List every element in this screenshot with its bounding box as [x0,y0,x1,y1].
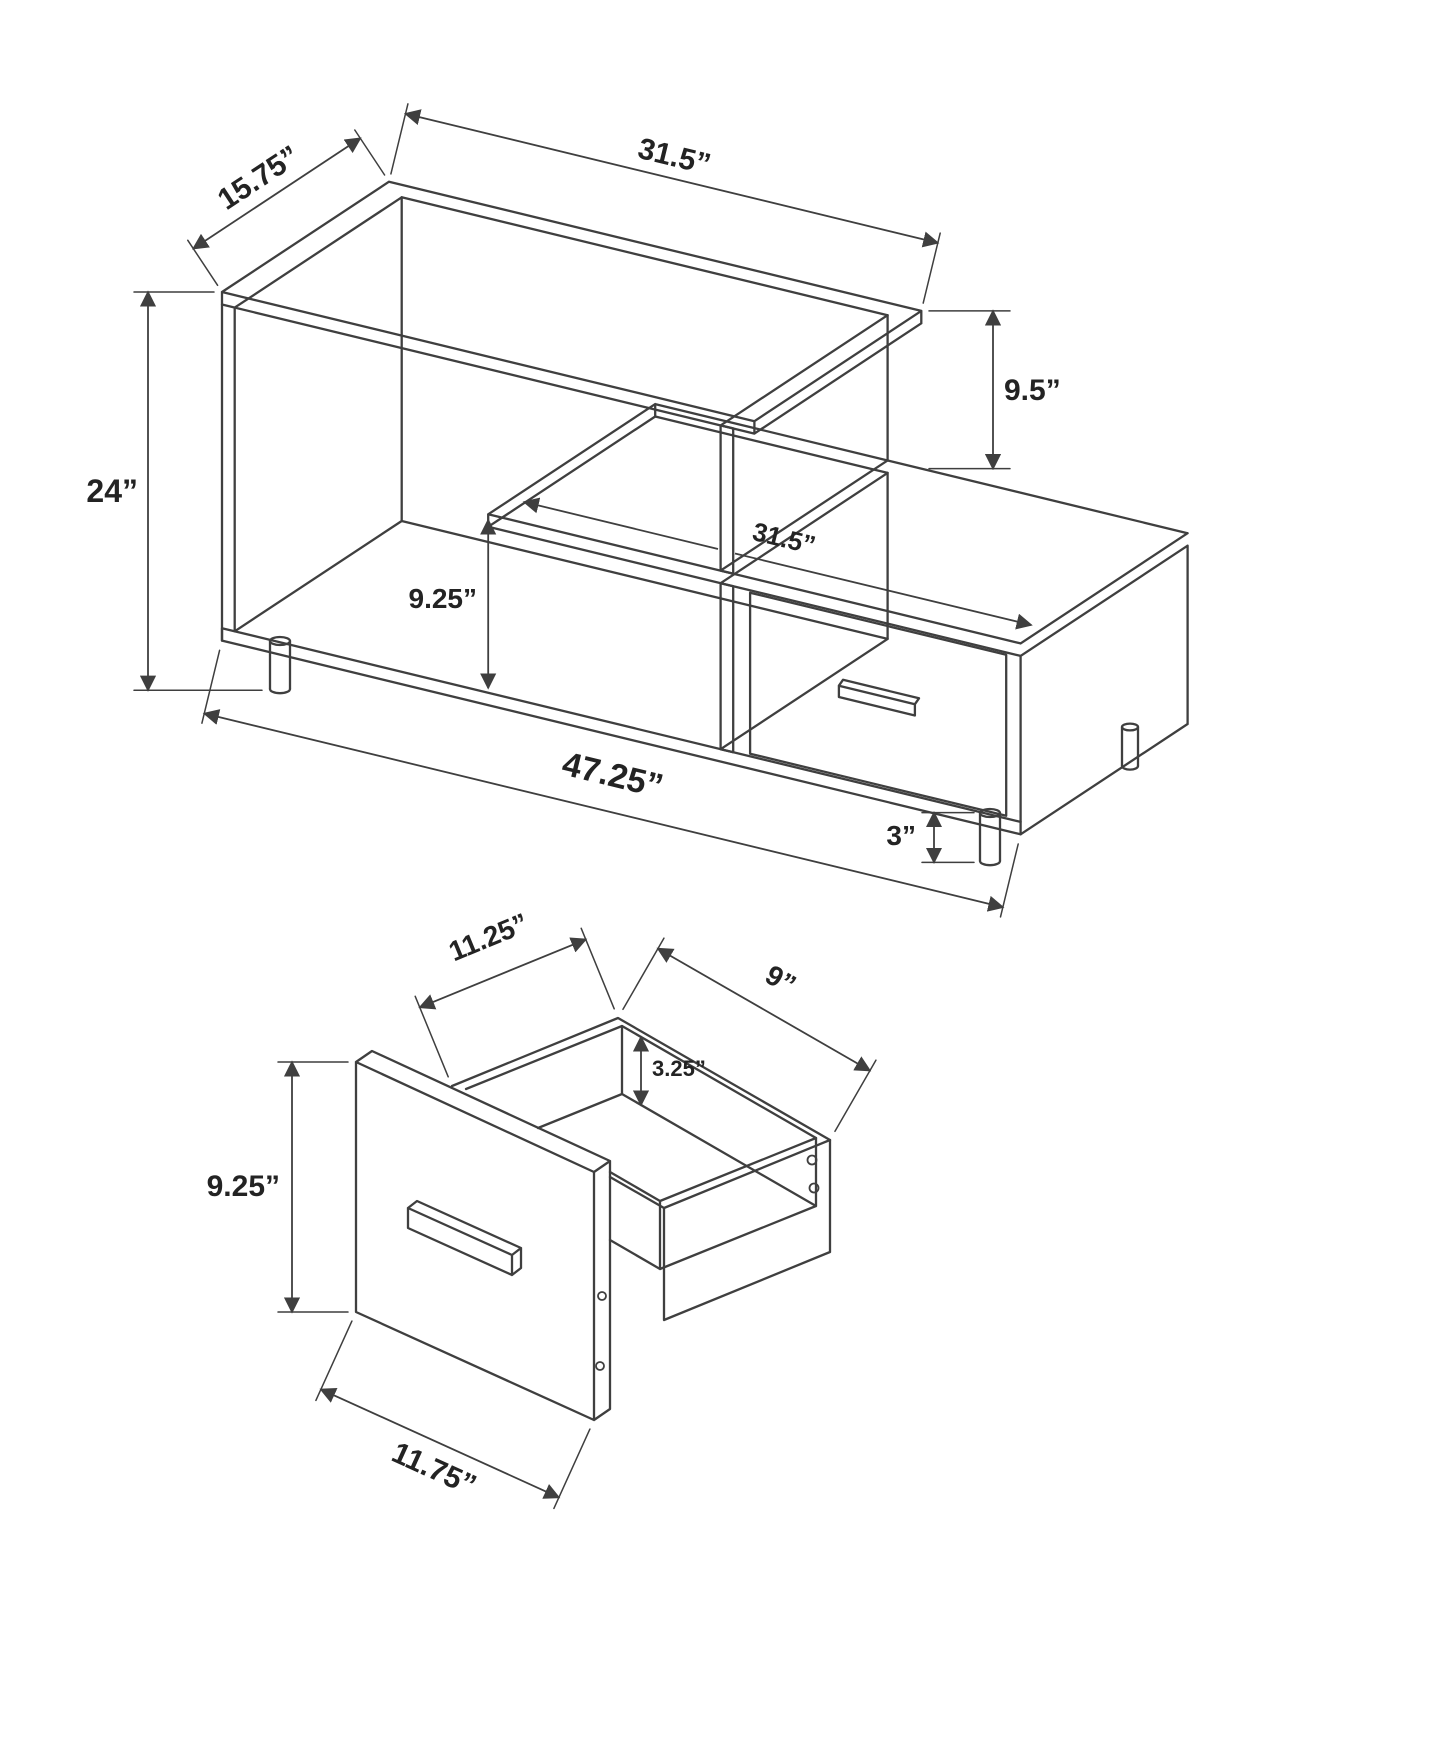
drawer-front-panel [354,1049,612,1422]
dim-drawer-interior-width: 11.25” [414,907,615,1078]
dim-label-drawer-front-width: 11.75” [387,1436,481,1503]
console-drawer-handle [837,678,921,717]
console-lower-shelf [487,402,1189,658]
console-bottom-panel [220,627,1022,836]
screw-hole [597,1291,607,1301]
dim-label-leg-height: 3” [886,820,916,851]
dimension-line [191,137,362,250]
console-right-side-panel [1019,544,1189,836]
dim-label-drawer-front-height: 9.25” [207,1170,280,1203]
dim-label-lower-shelf-width: 31.5” [750,516,819,560]
console-leg-top-front-left [268,635,292,647]
console-leg-top-back-right [1120,722,1140,732]
screw-hole [806,1154,818,1166]
extension-lines [622,937,877,1133]
screw-hole [808,1182,820,1194]
dim-console-lower-shelf-width: 31.5” [522,497,1033,630]
extension-lines [414,927,615,1078]
dim-label-shelf-drop: 9.5” [1004,374,1061,407]
dim-label-overall-width: 47.25” [559,745,667,806]
dim-drawer-interior-depth: 9” [622,937,877,1133]
dim-drawer-front-width: 11.75” [315,1320,591,1510]
drawer-screw-holes [595,1154,820,1371]
dim-console-top-depth: 15.75” [187,129,386,287]
dimension-line [656,947,872,1072]
extension-lines [133,291,263,691]
extension-lines [928,310,1011,470]
console-drawer-front [748,591,1008,817]
drawer-box-rim-outer [450,1016,832,1210]
console-leg-bottoms [268,687,1140,867]
dim-console-shelf-drop: 9.5” [928,309,1061,471]
console-top-shelf [220,180,923,435]
extension-lines [390,103,941,304]
dim-console-overall-height: 24” [86,290,263,692]
extension-lines [277,1061,349,1313]
dimension-line [734,552,1033,630]
dim-console-opening-height: 9.25” [409,518,497,690]
dim-label-drawer-interior-depth: 9” [760,959,801,1001]
screw-hole [595,1361,605,1371]
dim-drawer-interior-height: 3.25” [632,1035,706,1107]
drawer-structure [354,1016,832,1422]
dimension-line [202,709,1005,912]
dimension-line [418,937,588,1010]
drawer-dimensions: 11.25” 9” 3.25” 9.25” 11.75” [207,907,877,1510]
dimension-line [403,109,940,248]
console-structure [220,180,1189,867]
dimension-line [522,497,719,550]
dim-label-drawer-interior-height: 3.25” [652,1056,706,1081]
drawer-handle [406,1199,523,1277]
dim-label-top-width: 31.5” [635,132,714,181]
console-left-side-panel [220,196,403,642]
drawer-box-walls [662,1138,832,1322]
dim-console-top-width: 31.5” [390,103,941,304]
dimension-line [319,1388,561,1499]
drawer-box-interior [536,1024,818,1271]
dim-console-overall-width: 47.25” [201,649,1019,918]
dim-label-drawer-interior-width: 11.25” [444,907,532,967]
drawer-box-rim-inner [464,1024,818,1203]
console-leg-shafts [268,639,1140,863]
dim-drawer-front-height: 9.25” [207,1060,349,1314]
dim-label-opening-height: 9.25” [409,583,478,614]
dim-console-leg-height: 3” [886,810,975,865]
dim-label-overall-height: 24” [86,473,138,509]
